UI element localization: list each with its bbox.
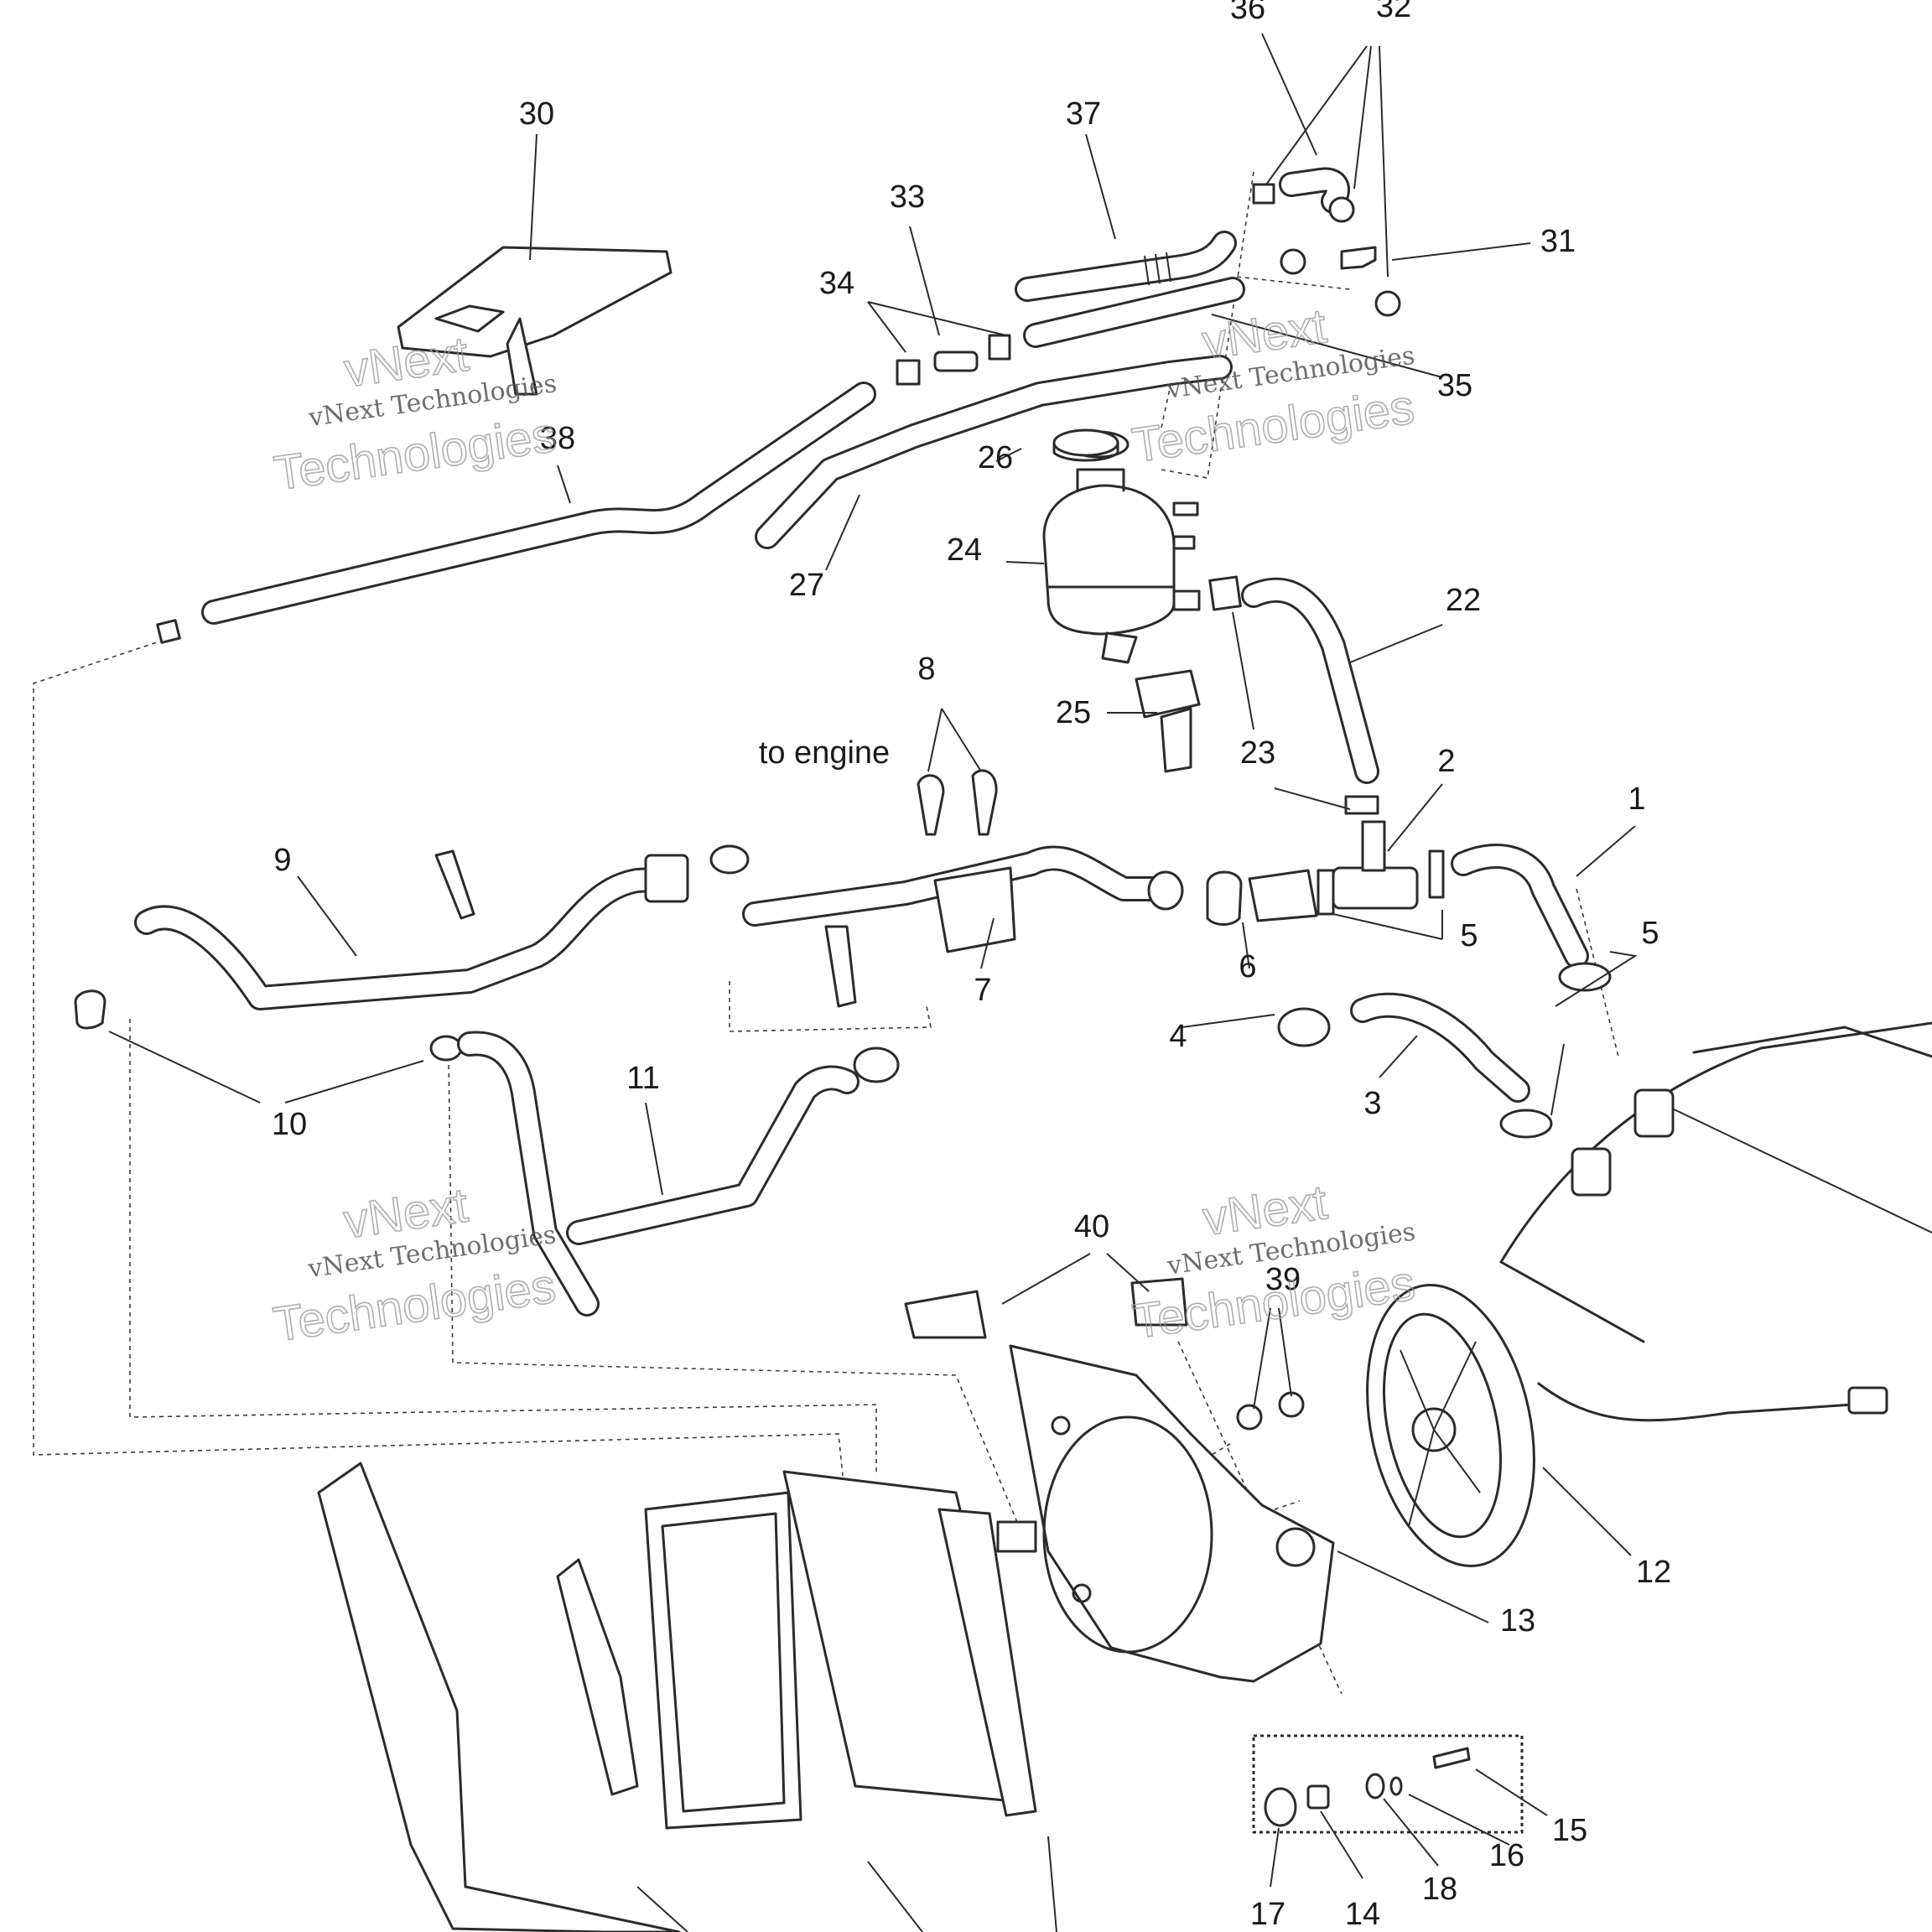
callout-36: 36 xyxy=(1230,0,1265,26)
callout-31: 31 xyxy=(1540,224,1576,259)
hose-35 xyxy=(1023,277,1245,348)
callout-2: 2 xyxy=(1437,744,1455,779)
brackets-40 xyxy=(904,1277,1188,1339)
hose-1 xyxy=(1451,844,1612,992)
hose-27 xyxy=(755,355,1233,549)
radiator-assembly xyxy=(317,1462,1037,1932)
clamps-10 xyxy=(74,989,463,1062)
callout-22: 22 xyxy=(1446,583,1481,618)
hardware-box xyxy=(1252,1734,1524,1834)
shroud-housing xyxy=(1499,1021,1932,1343)
callout-18: 18 xyxy=(1422,1872,1457,1907)
callout-10: 10 xyxy=(272,1107,307,1142)
callout-30: 30 xyxy=(519,96,554,132)
callout-38: 38 xyxy=(540,421,575,456)
nuts-39 xyxy=(1236,1391,1305,1431)
callout-27: 27 xyxy=(789,568,824,603)
callout-35: 35 xyxy=(1437,368,1472,403)
hose-37 xyxy=(1015,231,1237,302)
tee-2 xyxy=(1317,820,1445,916)
hose-9 xyxy=(134,844,750,1010)
callout-40: 40 xyxy=(1074,1209,1109,1244)
callout-26: 26 xyxy=(978,440,1013,475)
callout-33: 33 xyxy=(890,179,925,215)
callout-17: 17 xyxy=(1250,1897,1285,1932)
fan-shroud-13 xyxy=(1009,1344,1335,1683)
callout-4: 4 xyxy=(1169,1019,1187,1054)
leader-lines xyxy=(108,33,1638,1932)
fitting-33-34 xyxy=(896,334,1011,386)
cap-26 xyxy=(1052,428,1119,462)
to-engine-note: to engine xyxy=(759,735,890,771)
callout-3: 3 xyxy=(1363,1086,1381,1121)
hose-22 xyxy=(1208,575,1379,815)
callout-1: 1 xyxy=(1628,782,1645,817)
hose-11 xyxy=(457,1031,900,1317)
clips-8 xyxy=(917,769,998,836)
callout-32: 32 xyxy=(1376,0,1411,24)
callout-12: 12 xyxy=(1636,1555,1671,1590)
callout-9: 9 xyxy=(273,843,291,878)
callout-34: 34 xyxy=(819,266,854,301)
callout-11: 11 xyxy=(626,1061,659,1096)
callout-23: 23 xyxy=(1240,735,1275,771)
callout-25: 25 xyxy=(1056,695,1091,730)
coupler-6 xyxy=(1248,869,1318,922)
callout-39: 39 xyxy=(1265,1262,1301,1297)
callout-7: 7 xyxy=(974,973,991,1008)
watermark-bottom-right: vNext Technologies vNext Technologies xyxy=(1129,1174,1419,1349)
callout-16: 16 xyxy=(1489,1838,1524,1873)
callout-13: 13 xyxy=(1500,1603,1535,1639)
callout-14: 14 xyxy=(1345,1897,1380,1932)
hose-3 xyxy=(1350,992,1553,1139)
callout-5b: 5 xyxy=(1641,916,1659,951)
fan-12 xyxy=(1366,1284,1888,1567)
bracket-25 xyxy=(1135,669,1201,773)
callout-37: 37 xyxy=(1066,96,1101,132)
callout-5a: 5 xyxy=(1460,918,1478,953)
hose-38 xyxy=(156,382,876,644)
callout-15: 15 xyxy=(1552,1813,1587,1848)
watermark-bottom-left: vNext Technologies vNext Technologies xyxy=(269,1177,559,1353)
fittings-31-32-36 xyxy=(1252,167,1401,317)
callout-24: 24 xyxy=(947,532,982,568)
callout-8: 8 xyxy=(917,652,935,687)
pipe-7 xyxy=(742,845,1184,1008)
callout-labels: 1 2 3 4 5 5 6 7 8 9 10 11 12 13 14 15 16… xyxy=(272,0,1671,1932)
clamp-4 xyxy=(1206,870,1331,1047)
callout-6: 6 xyxy=(1239,949,1256,984)
